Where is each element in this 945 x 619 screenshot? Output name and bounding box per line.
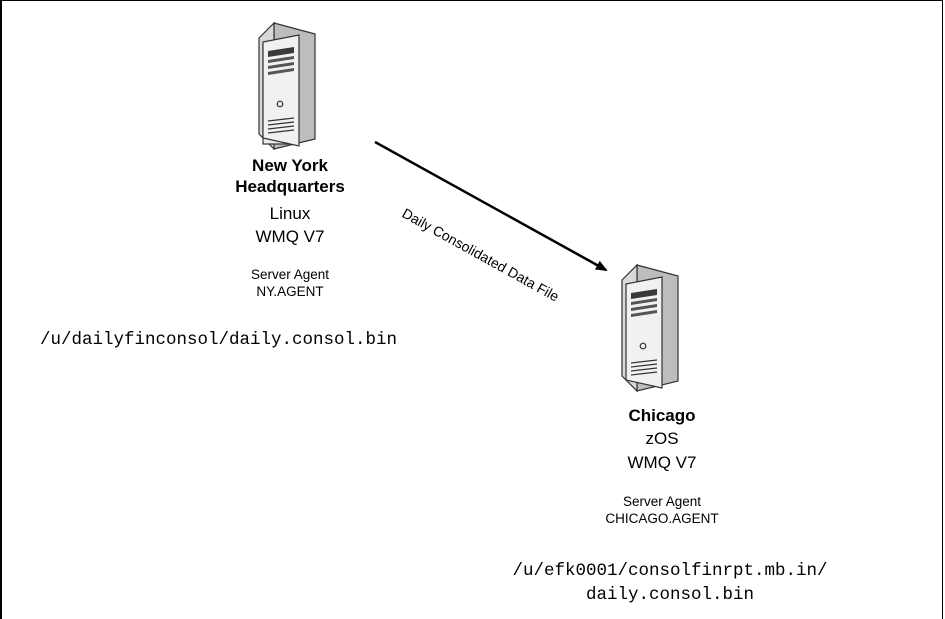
chicago-file-path-line2: daily.consol.bin — [585, 585, 755, 605]
ny-name-line1: New York — [252, 156, 328, 175]
chicago-os: zOS — [645, 429, 679, 448]
ny-node-name: New York Headquarters — [220, 155, 360, 197]
chicago-agent-type: Server Agent — [622, 494, 702, 509]
ny-agent-name: NY.AGENT — [256, 284, 324, 299]
server-tower-icon — [258, 22, 316, 150]
ny-name-line2: Headquarters — [235, 177, 345, 196]
transfer-arrow-line — [374, 140, 608, 272]
chicago-agent-name: CHICAGO.AGENT — [605, 511, 719, 526]
ny-agent-type: Server Agent — [250, 267, 330, 282]
server-tower-icon — [621, 264, 679, 392]
ny-wmq: WMQ V7 — [255, 227, 325, 246]
chicago-file-path-line1: /u/efk0001/consolfinrpt.mb.in/ — [512, 561, 828, 581]
chicago-node-name: Chicago — [628, 406, 696, 425]
ny-file-path: /u/dailyfinconsol/daily.consol.bin — [40, 330, 398, 350]
chicago-wmq: WMQ V7 — [627, 453, 697, 472]
ny-os: Linux — [269, 204, 311, 223]
